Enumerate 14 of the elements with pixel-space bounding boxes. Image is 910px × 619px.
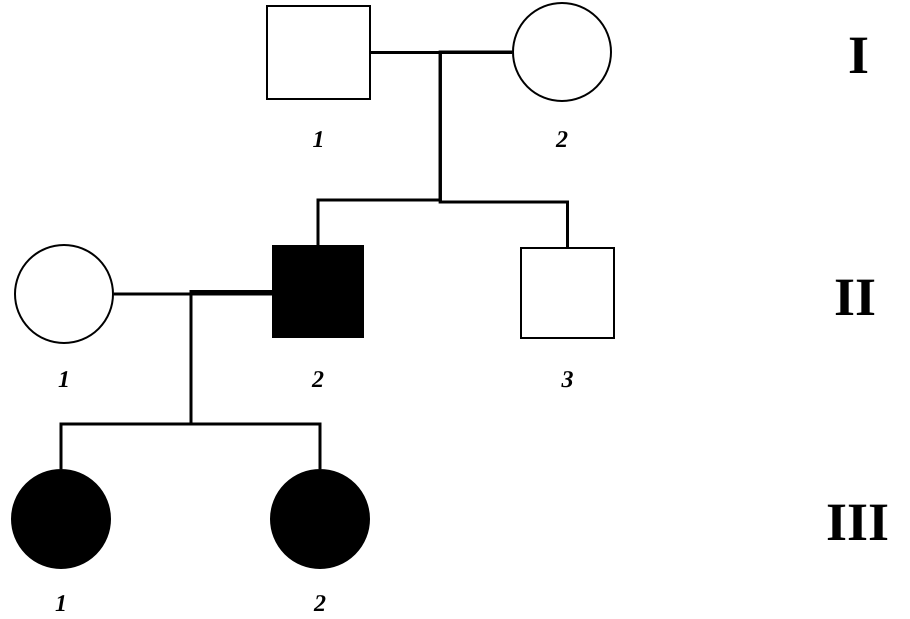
square-symbol xyxy=(520,247,615,339)
individual-number: 3 xyxy=(560,368,574,392)
generation-label: I xyxy=(848,28,870,82)
square-symbol xyxy=(266,5,371,100)
individual-number: 2 xyxy=(312,592,327,616)
pedigree-line xyxy=(438,50,569,247)
individual-number: 1 xyxy=(54,592,68,616)
individual-number: 1 xyxy=(57,368,71,392)
individual-number: 2 xyxy=(554,128,569,152)
generation-label: III xyxy=(826,495,890,549)
individual-number: 2 xyxy=(310,368,325,392)
filled-square-symbol xyxy=(272,245,364,338)
individual-number: 1 xyxy=(312,128,326,152)
generation-label: II xyxy=(834,270,876,324)
